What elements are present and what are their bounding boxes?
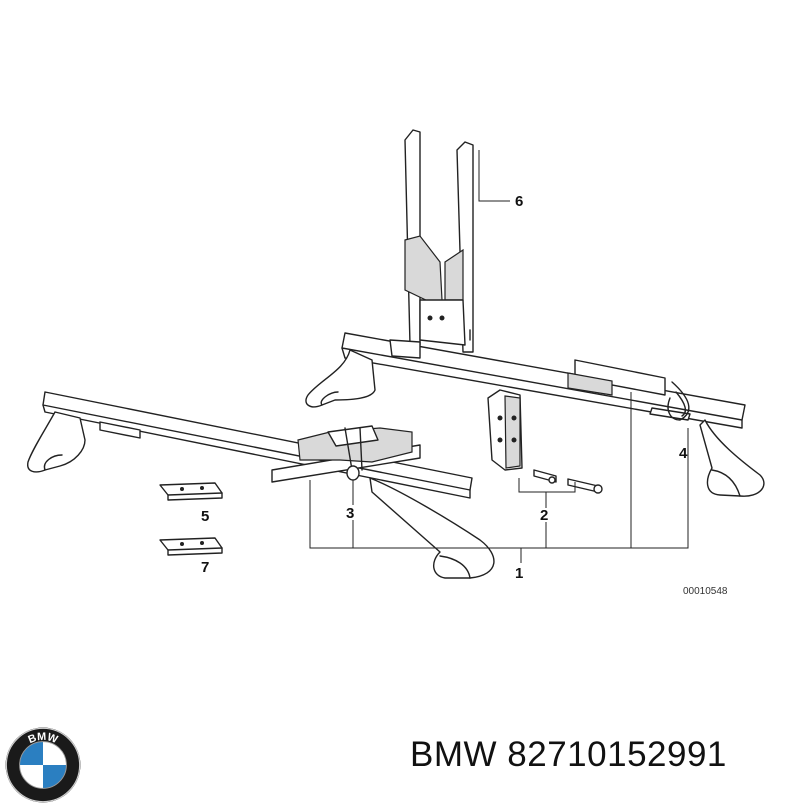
mounting-bracket <box>487 389 523 471</box>
logo-letters: BMW <box>26 731 59 746</box>
rear-roof-bar <box>305 332 765 497</box>
bolts <box>533 469 603 494</box>
logo-quadrant-blue-1 <box>19 741 43 765</box>
rubber-pad-5 <box>159 482 223 501</box>
callout-3: 3 <box>346 505 354 522</box>
wheel-tray-clamp <box>567 359 690 421</box>
logo-quadrant-blue-2 <box>43 765 67 789</box>
brand-name: BMW <box>410 735 498 774</box>
callout-1: 1 <box>515 565 523 582</box>
front-roof-bar <box>27 391 495 579</box>
bike-fork-holder <box>389 129 474 359</box>
part-caption: BMW 82710152991 <box>410 735 727 775</box>
leader-lines <box>309 150 689 563</box>
wheel-holder <box>271 425 421 483</box>
diagram-reference-number: 00010548 <box>683 586 728 597</box>
callout-7: 7 <box>201 559 209 576</box>
callout-6: 6 <box>515 193 523 210</box>
callout-4: 4 <box>679 445 688 462</box>
part-number: 82710152991 <box>507 735 727 774</box>
rubber-pad-7 <box>159 537 223 556</box>
callout-2: 2 <box>540 507 548 524</box>
callout-5: 5 <box>201 508 209 525</box>
bmw-logo: BMW <box>5 727 81 803</box>
